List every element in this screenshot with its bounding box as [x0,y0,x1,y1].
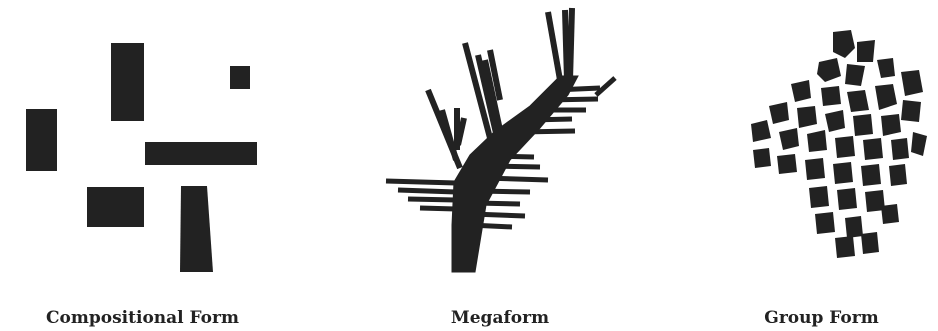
group-cell [753,148,771,168]
megaform-strut [530,119,572,120]
megaform-strut [478,191,530,192]
megaform-strut [470,225,512,227]
group-cell [901,70,923,96]
megaform-panel: Megaform [360,0,640,331]
group-cell [791,80,811,102]
group-cell [835,136,855,158]
megaform-strut [490,166,540,167]
megaform-strut [398,190,456,192]
group-cell [911,132,927,156]
group-cell [881,204,899,224]
caption-compositional-form: Compositional Form [0,308,285,328]
megaform-strut [546,99,598,100]
group-cell [845,64,865,86]
group-cell [751,120,771,142]
group-cell [901,100,921,122]
caption-megaform: Megaform [360,308,640,328]
composition-block [180,186,213,272]
group-cell [815,212,835,234]
megaform-branch [570,8,572,80]
group-cell [817,58,841,82]
megaform-strut [475,203,520,204]
group-cell [837,188,857,210]
group-form-panel: Group Form [705,0,938,331]
megaform-strut [555,88,600,90]
group-cell [857,40,875,62]
composition-block [230,66,250,89]
group-cell [825,110,845,132]
group-cell [861,232,879,254]
group-cell [877,58,895,78]
compositional-form-diagram [0,0,285,300]
megaform-branch [548,12,560,80]
group-cell [889,164,907,186]
group-cell [777,154,797,174]
group-cell [805,158,825,180]
group-form-diagram [705,0,938,300]
composition-block [26,109,57,171]
megaform-diagram [360,0,640,300]
megaform-trunk [452,76,578,272]
group-cell [863,138,883,160]
group-cell [835,236,855,258]
megaform-strut [520,131,575,132]
group-cell [875,84,897,110]
compositional-form-panel: Compositional Form [0,0,285,331]
group-cell [833,162,853,184]
composition-block [87,187,144,227]
group-cell [779,128,799,150]
group-cell [845,216,863,238]
group-cell [807,130,827,152]
megaform-branch [565,10,567,80]
megaform-strut [472,214,525,216]
caption-group-form: Group Form [705,308,938,328]
group-cell [797,106,817,128]
megaform-strut [386,181,456,183]
group-cell [769,102,789,124]
group-cell [881,114,901,136]
group-cell [853,114,873,136]
group-cell [809,186,829,208]
megaform-strut [420,208,456,209]
group-cell [833,30,855,58]
megaform-strut [496,156,534,157]
group-cell [847,90,869,112]
group-cell [821,86,841,106]
megaform-strut [408,199,456,200]
megaform-strut [484,178,548,180]
composition-block [145,142,257,165]
group-cell [861,164,881,186]
composition-block [111,43,144,121]
group-cell [891,138,909,160]
